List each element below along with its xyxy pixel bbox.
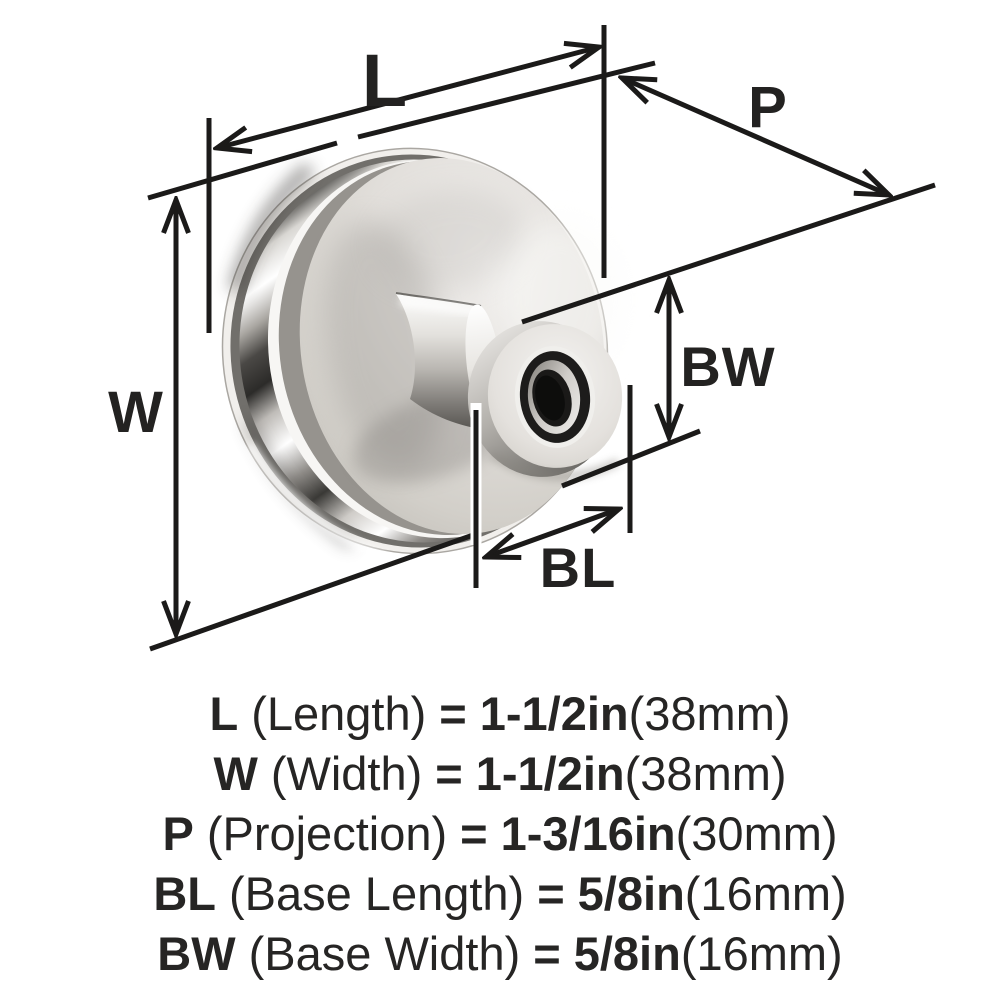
- screw-recess: [514, 346, 596, 448]
- legend-symbol: L: [209, 687, 239, 740]
- dim-line-projection: [622, 78, 889, 195]
- dim-label-length: L: [362, 39, 408, 122]
- legend-inch-value: 1-1/2in: [475, 747, 625, 800]
- legend-line-base-width: BW(Base Width)=5/8in(16mm): [0, 924, 1000, 984]
- legend-line-width: W(Width)=1-1/2in(38mm): [0, 744, 1000, 804]
- legend-symbol: W: [213, 747, 258, 800]
- legend-name: (Width): [270, 747, 423, 800]
- legend-name: (Base Width): [248, 927, 521, 980]
- knob-illustration: [221, 147, 623, 561]
- legend-equals: =: [439, 687, 467, 740]
- stem-top-edge: [395, 292, 482, 307]
- legend-symbol: P: [162, 807, 194, 860]
- legend-metric-value: (16mm): [684, 867, 847, 920]
- legend-inch-value: 5/8in: [577, 867, 685, 920]
- ext-line-floor-plane: [149, 531, 477, 652]
- ext-line-wall-plane: [521, 182, 936, 325]
- legend-name: (Base Length): [228, 867, 525, 920]
- legend-name: (Length): [251, 687, 427, 740]
- legend-inch-value: 1-3/16in: [500, 807, 676, 860]
- dimension-legend: L(Length)=1-1/2in(38mm) W(Width)=1-1/2in…: [0, 684, 1000, 984]
- dim-label-base-width: BW: [680, 335, 775, 398]
- dim-label-projection: P: [748, 75, 788, 140]
- legend-inch-value: 1-1/2in: [479, 687, 629, 740]
- legend-equals: =: [435, 747, 463, 800]
- dimension-lines: [147, 25, 936, 652]
- rim-highlight-streak: [246, 442, 387, 561]
- legend-equals: =: [533, 927, 561, 980]
- legend-name: (Projection): [206, 807, 448, 860]
- dim-label-width: W: [108, 380, 164, 445]
- legend-symbol: BL: [153, 867, 216, 920]
- rim-reflection-streak: [228, 162, 315, 292]
- legend-line-base-length: BL(Base Length)=5/8in(16mm): [0, 864, 1000, 924]
- legend-equals: =: [537, 867, 565, 920]
- dim-line-length: [217, 47, 599, 148]
- legend-line-projection: P(Projection)=1-3/16in(30mm): [0, 804, 1000, 864]
- legend-metric-value: (38mm): [624, 747, 787, 800]
- dim-line-base-length: [486, 509, 619, 557]
- face-reflection: [375, 189, 525, 291]
- legend-metric-value: (30mm): [675, 807, 838, 860]
- legend-symbol: BW: [157, 927, 236, 980]
- legend-metric-value: (38mm): [628, 687, 791, 740]
- legend-equals: =: [460, 807, 488, 860]
- dim-label-base-length: BL: [540, 536, 617, 599]
- legend-inch-value: 5/8in: [573, 927, 681, 980]
- knob-stem: [396, 294, 487, 430]
- legend-metric-value: (16mm): [680, 927, 843, 980]
- screw-hole: [535, 375, 565, 421]
- legend-line-length: L(Length)=1-1/2in(38mm): [0, 684, 1000, 744]
